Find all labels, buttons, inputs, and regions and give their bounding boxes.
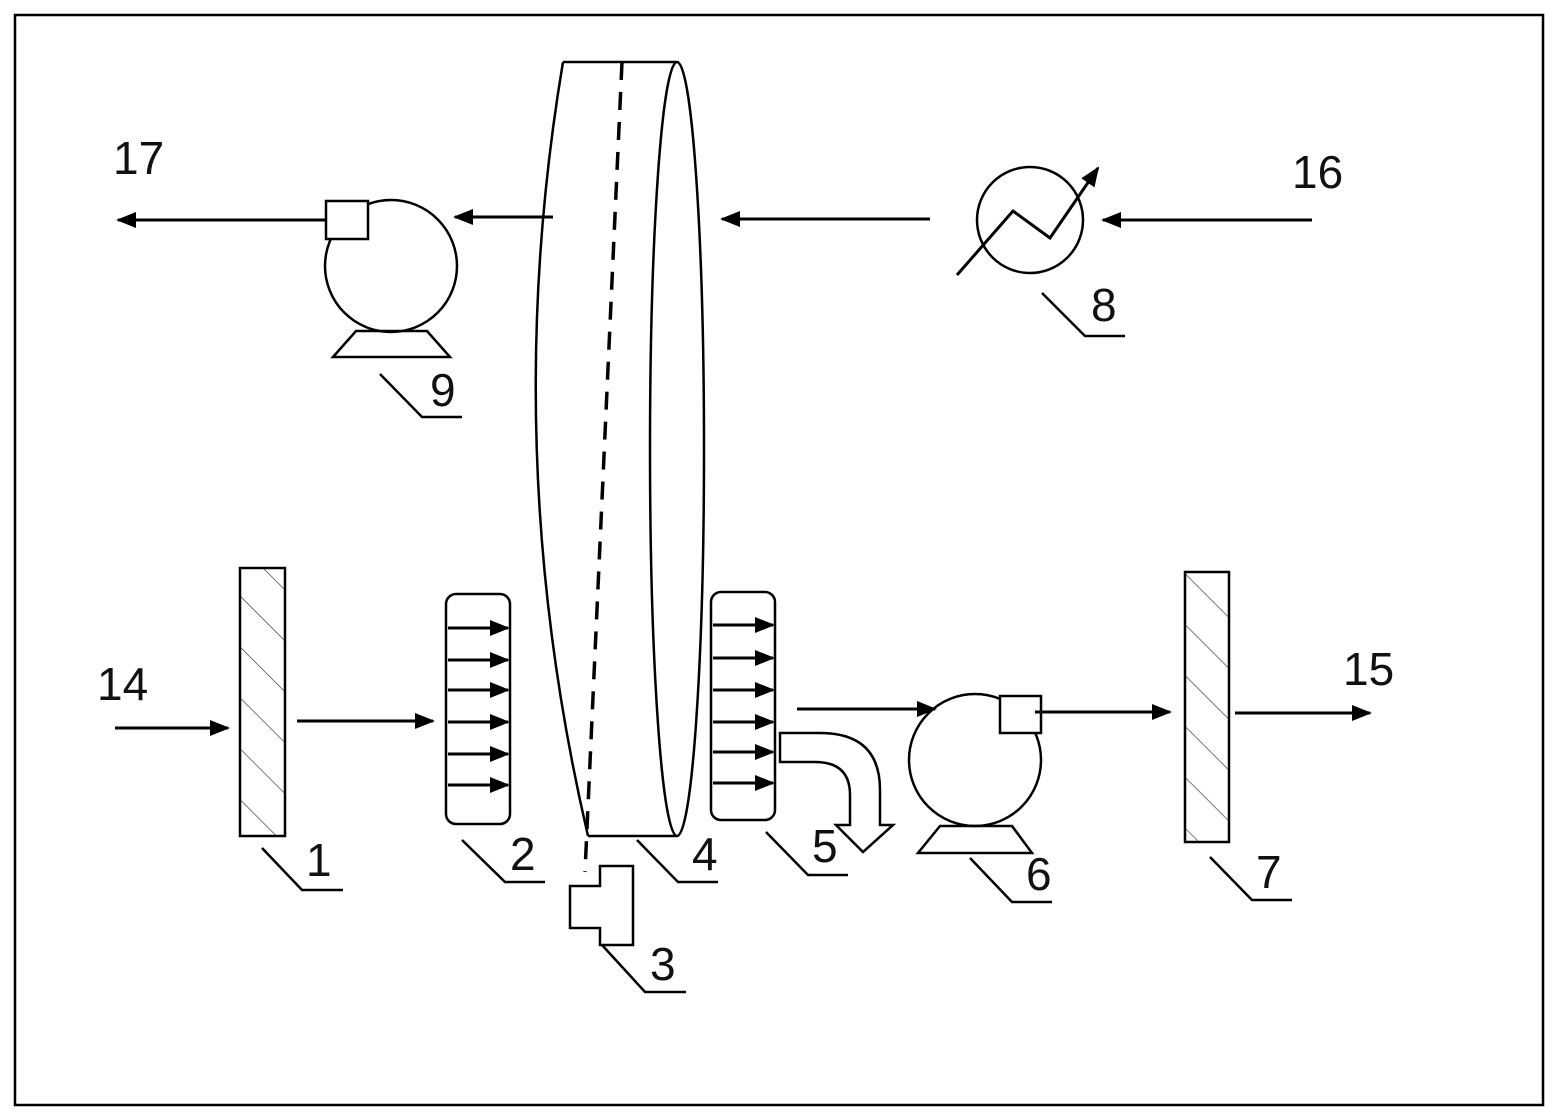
heater-8 [957,167,1098,275]
drive-motor-3 [570,866,633,945]
label-3: 3 [650,938,676,990]
fan-9 [325,200,457,357]
label-stream-16: 16 [1292,146,1343,198]
label-1: 1 [306,834,332,886]
flow-distributor-5 [711,592,775,820]
label-7: 7 [1256,846,1282,898]
filter-1 [240,568,285,836]
filter-7 [1185,572,1229,842]
label-9: 9 [430,364,456,416]
wheel-axis-dashed [585,62,622,872]
label-stream-17: 17 [113,132,164,184]
label-8: 8 [1091,279,1117,331]
label-2: 2 [510,828,536,880]
label-stream-14: 14 [97,658,148,710]
flow-distributor-2 [446,594,510,824]
fan-6 [909,694,1041,853]
label-5: 5 [812,820,838,872]
label-stream-15: 15 [1343,643,1394,695]
label-4: 4 [692,828,718,880]
rotary-wheel-4 [536,62,704,872]
label-6: 6 [1026,848,1052,900]
